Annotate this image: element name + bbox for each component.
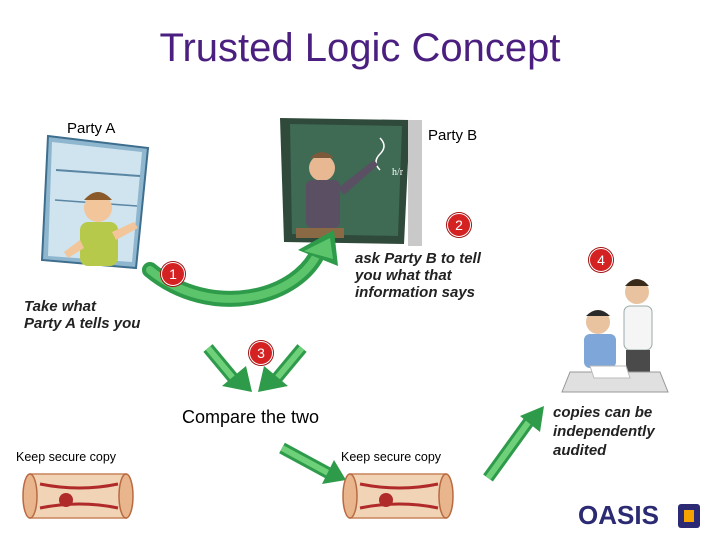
ask-line-2: you what that (355, 267, 452, 284)
party-b-illustration: h/r (280, 118, 422, 246)
slide-title: Trusted Logic Concept (159, 26, 561, 70)
take-what-note: Take what Party A tells you (24, 298, 140, 332)
take-what-line-2: Party A tells you (24, 315, 141, 332)
ask-party-b-note: ask Party B to tell you what that inform… (355, 250, 481, 301)
secure-copy-scroll-right (342, 473, 454, 519)
badge-2: 2 (447, 213, 471, 237)
badge-4: 4 (589, 248, 613, 272)
audited-note: copies can be independently audited (553, 403, 655, 460)
party-b-label: Party B (428, 127, 478, 144)
arrows-converge (203, 344, 307, 392)
compare-label: Compare the two (182, 407, 320, 427)
badge-1: 1 (161, 262, 185, 286)
auditors-illustration (561, 279, 669, 393)
badge-3: 3 (249, 341, 273, 365)
keep-secure-copy-left: Keep secure copy (16, 450, 117, 464)
arrow-compare-to-copy (279, 442, 346, 484)
audited-line-1: copies can be (553, 404, 653, 421)
svg-text:h/r: h/r (392, 167, 404, 178)
oasis-logo-mark (678, 504, 700, 528)
secure-copy-scroll-left (22, 473, 134, 519)
oasis-logo: OASIS (578, 500, 659, 530)
audited-line-3: audited (553, 442, 607, 459)
ask-line-1: ask Party B to tell (355, 250, 481, 267)
party-a-label: Party A (67, 120, 116, 137)
audited-line-2: independently (553, 423, 655, 440)
party-a-illustration (40, 134, 150, 270)
take-what-line-1: Take what (24, 298, 96, 315)
keep-secure-copy-right: Keep secure copy (341, 450, 442, 464)
ask-line-3: information says (355, 284, 476, 301)
arrow-copy-to-audited (483, 406, 544, 482)
